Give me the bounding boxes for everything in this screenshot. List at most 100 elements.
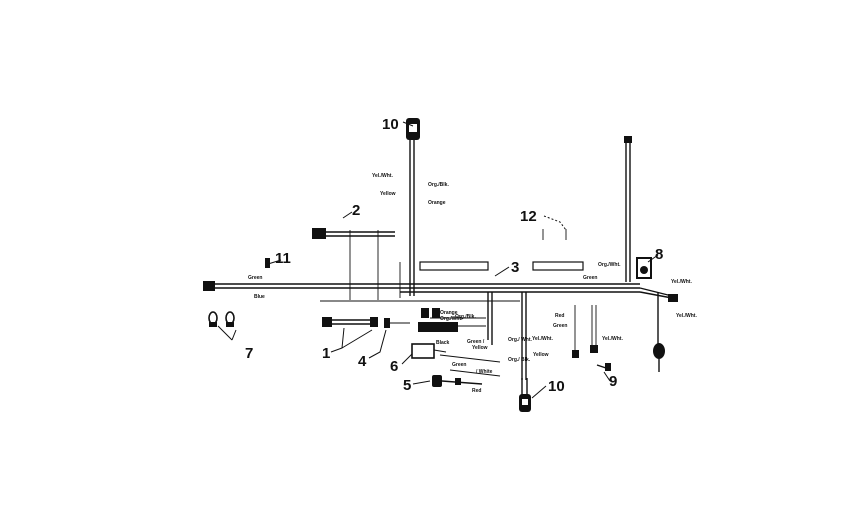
leader-4	[368, 329, 387, 359]
junction-block	[418, 322, 458, 332]
callout-9: 9	[609, 373, 617, 390]
switch-1-body	[322, 317, 332, 327]
item-2-harness-branch	[312, 228, 395, 300]
junction-plug-b	[432, 308, 440, 318]
callout-8: 8	[655, 246, 663, 263]
leader-2	[342, 211, 353, 219]
leader-lines	[217, 121, 659, 399]
item-7-bulbs	[208, 311, 235, 327]
callout-11: 11	[275, 250, 291, 267]
bottom-connector	[519, 378, 531, 412]
wire-label: Green	[583, 275, 597, 281]
branch-connector	[312, 228, 326, 239]
callout-7: 7	[245, 345, 253, 362]
wire-label: / White	[476, 369, 493, 375]
harness-wire-right2	[639, 291, 673, 299]
callout-10-bottom: 10	[548, 378, 565, 395]
leader-10-bottom	[531, 385, 547, 399]
right-riser	[624, 136, 632, 282]
wire-label: Org./Wht.	[598, 262, 621, 268]
connector-5-body	[432, 375, 442, 387]
center-junction	[418, 292, 527, 380]
leader-11	[267, 259, 282, 265]
leader-10-top	[402, 121, 414, 127]
wire-label: Green	[452, 362, 466, 368]
callout-3: 3	[511, 259, 519, 276]
item-8-component	[636, 257, 652, 279]
wire-label: Org./ Wht.	[508, 337, 532, 343]
wire-label: Yel./Wht.	[676, 313, 697, 319]
leader-1	[330, 327, 373, 353]
callout-10-top: 10	[382, 116, 399, 133]
wire-label: Green /	[467, 339, 485, 345]
wire-label: Black	[436, 340, 450, 346]
switch-4-body	[384, 318, 390, 328]
right-side-harness	[653, 292, 678, 372]
wire-label: Yellow	[533, 352, 549, 358]
mounting-bracket-left	[419, 261, 489, 271]
item-11-part	[265, 258, 270, 268]
lower-right-drops	[572, 305, 598, 358]
junction-plug-a	[421, 308, 429, 318]
wire-label: Orange	[428, 200, 446, 206]
wire-label: Org./ Blk.	[508, 357, 531, 363]
harness-wire-right	[639, 287, 673, 297]
wire-label: Blue	[254, 294, 265, 300]
wire-label: Red	[472, 388, 481, 394]
callout-1: 1	[322, 345, 330, 362]
module-body	[411, 343, 435, 359]
wire-label: Orange	[440, 310, 458, 316]
wire-label: Red	[555, 313, 564, 319]
drop-b-plug	[590, 345, 598, 353]
item-6-module	[411, 343, 447, 359]
callout-numbers: 10 2 3 11 12 8 7 1 4 6 5 10 9	[245, 116, 663, 395]
mounting-bracket-right	[532, 261, 584, 271]
leader-5	[412, 380, 431, 385]
connector-5-sleeve	[455, 378, 461, 385]
item-5-connector	[432, 375, 483, 387]
leader-9	[603, 371, 611, 382]
callout-6: 6	[390, 358, 398, 375]
bulb-left-base	[209, 322, 217, 327]
callout-5: 5	[403, 377, 411, 394]
leader-8	[647, 254, 659, 263]
item-9-switch	[596, 363, 611, 371]
wire-label: Green	[553, 323, 567, 329]
leader-7	[217, 325, 237, 341]
drop-a-plug	[572, 350, 579, 358]
callout-4: 4	[358, 353, 367, 370]
junction-wire-c	[439, 354, 501, 363]
leader-3	[494, 266, 510, 277]
leader-6	[401, 353, 413, 365]
right-riser-cap	[624, 136, 632, 143]
switch-9-head	[605, 363, 611, 371]
right-drop-device	[653, 343, 665, 359]
vertical-riser	[399, 118, 420, 298]
wire-label: Yellow	[472, 345, 488, 351]
callout-2: 2	[352, 202, 360, 219]
wire-label: Org./Blk.	[455, 314, 476, 320]
wire-label: Org./Blk.	[428, 182, 449, 188]
item-4-switch	[384, 318, 410, 328]
leader-12	[543, 215, 567, 231]
bottom-connector-face	[522, 399, 528, 405]
wire-label: Org./Wht.	[440, 316, 463, 322]
connector-5-lead	[441, 380, 483, 385]
bulb-right-base	[226, 322, 234, 327]
switch-1-plug	[370, 317, 378, 327]
item-1-switch	[322, 317, 378, 327]
switch-9-shaft	[596, 364, 607, 369]
wire-labels: Yel./Wht. Org./Blk. Yellow Orange Green …	[248, 173, 697, 394]
component-8-terminal	[640, 266, 648, 274]
wire-label: Yel./Wht.	[372, 173, 393, 179]
item-12-parts	[542, 229, 567, 240]
left-end-connector	[203, 281, 215, 291]
wire-label: Yel./Wht.	[532, 336, 553, 342]
module-lead	[433, 349, 447, 353]
wire-label: Yel./Wht.	[671, 279, 692, 285]
junction-wire-d	[449, 369, 501, 377]
wire-label: Yellow	[380, 191, 396, 197]
callout-12: 12	[520, 208, 537, 225]
